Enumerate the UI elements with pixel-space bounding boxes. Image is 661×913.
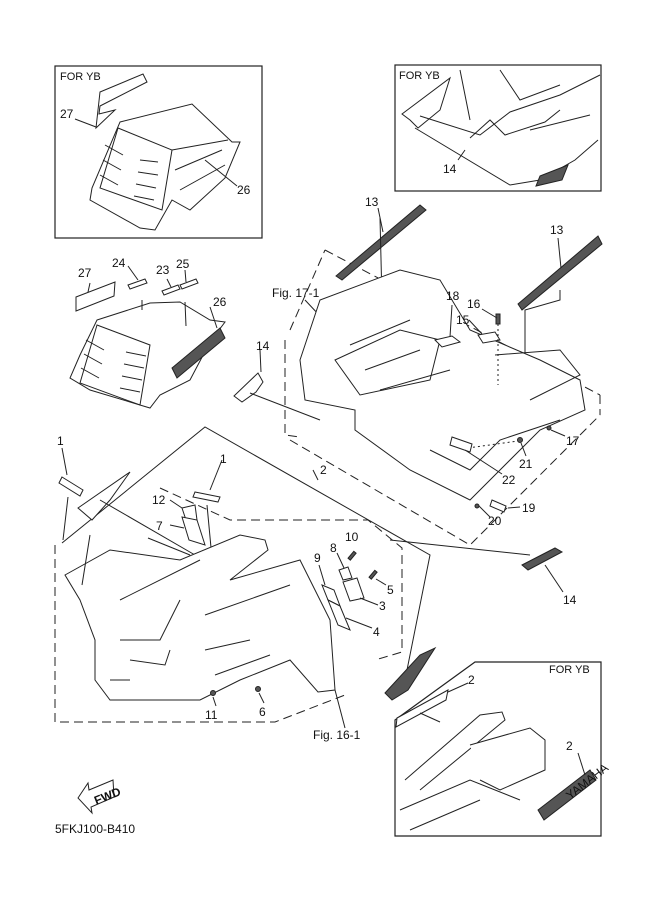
rear-fender-assembly: 27 24 23 25 26 [69, 256, 227, 409]
reflector-22 [449, 436, 473, 453]
plate-3 [342, 577, 365, 602]
callout-3: 3 [379, 599, 386, 613]
side-panel-left [77, 471, 131, 521]
screw-6 [255, 686, 261, 692]
inset-title: FOR YB [549, 664, 590, 676]
part-15 [477, 331, 501, 344]
fwd-arrow: FWD [77, 779, 123, 815]
screw-20 [474, 503, 480, 509]
decal-23 [161, 284, 181, 296]
yamaha-decal [537, 769, 597, 821]
decal-7 [181, 516, 206, 546]
rear-main-fender: Fig. 17-1 13 13 18 15 16 17 21 [233, 195, 603, 607]
callout-26: 26 [237, 183, 251, 197]
yamaha-decal [171, 327, 226, 379]
callout-18: 18 [446, 289, 460, 303]
rivet-17 [546, 425, 552, 431]
decal-1-center [192, 491, 221, 503]
plate-19 [489, 499, 507, 513]
callout-25: 25 [176, 257, 190, 271]
fig-ref-16-1: Fig. 16-1 [313, 728, 361, 742]
screw-5 [368, 569, 378, 580]
callout-1: 1 [220, 452, 227, 466]
callout-27: 27 [78, 266, 92, 280]
decal-14-right [521, 547, 564, 571]
callout-1: 1 [57, 434, 64, 448]
inset-bottom-right: FOR YB 2 YAMAHA 2 [394, 661, 611, 837]
callout-5: 5 [387, 583, 394, 597]
front-fender-assembly: 2 Fig. 16-1 1 1 12 7 9 4 8 [54, 426, 437, 742]
screw-11 [210, 690, 216, 696]
rear-fender-26 [69, 301, 226, 409]
inset-title: FOR YB [60, 71, 101, 83]
callout-2: 2 [320, 463, 327, 477]
diagram-code: 5FKJ100-B410 [55, 822, 135, 836]
callout-27: 27 [60, 107, 74, 121]
rear-fender-26 [89, 103, 241, 231]
part-8 [338, 566, 353, 581]
callout-20: 20 [488, 514, 502, 528]
callout-12: 12 [152, 493, 166, 507]
gasket-4 [327, 598, 351, 631]
decal-25 [179, 278, 199, 290]
decal-27 [75, 281, 116, 312]
part-18 [434, 335, 462, 348]
fig-ref-17-1: Fig. 17-1 [272, 286, 320, 300]
rivet-21 [517, 437, 523, 443]
front-fender-body [64, 534, 336, 701]
callout-13: 13 [365, 195, 379, 209]
callout-16: 16 [467, 297, 481, 311]
decal-13-right [517, 235, 603, 311]
callout-13: 13 [550, 223, 564, 237]
side-cover-14-left [233, 372, 264, 403]
inset-top-right: FOR YB 14 [394, 64, 602, 192]
callout-14: 14 [256, 339, 270, 353]
callout-14: 14 [443, 162, 457, 176]
callout-17: 17 [566, 434, 580, 448]
callout-19: 19 [522, 501, 536, 515]
callout-9: 9 [314, 551, 321, 565]
callout-7: 7 [156, 519, 163, 533]
callout-23: 23 [156, 263, 170, 277]
callout-11: 11 [205, 708, 218, 722]
screw-10 [347, 550, 357, 561]
decal-24 [127, 278, 148, 290]
callout-22: 22 [502, 473, 516, 487]
inset-title: FOR YB [399, 70, 440, 82]
callout-21: 21 [519, 457, 533, 471]
rear-fender-body [299, 269, 586, 501]
decal-2-stripe [395, 689, 449, 728]
callout-10: 10 [345, 530, 359, 544]
callout-15: 15 [456, 313, 470, 327]
callout-6: 6 [259, 705, 266, 719]
callout-4: 4 [373, 625, 380, 639]
callout-24: 24 [112, 256, 126, 270]
decal-2-side [384, 646, 437, 701]
callout-2: 2 [566, 739, 573, 753]
callout-26: 26 [213, 295, 227, 309]
callout-8: 8 [330, 541, 337, 555]
callout-14: 14 [563, 593, 577, 607]
decal-1-left [58, 476, 84, 497]
decal-27 [95, 73, 148, 130]
screw-16 [495, 313, 501, 325]
inset-top-left: FOR YB 27 26 [54, 65, 263, 239]
callout-2: 2 [468, 673, 475, 687]
